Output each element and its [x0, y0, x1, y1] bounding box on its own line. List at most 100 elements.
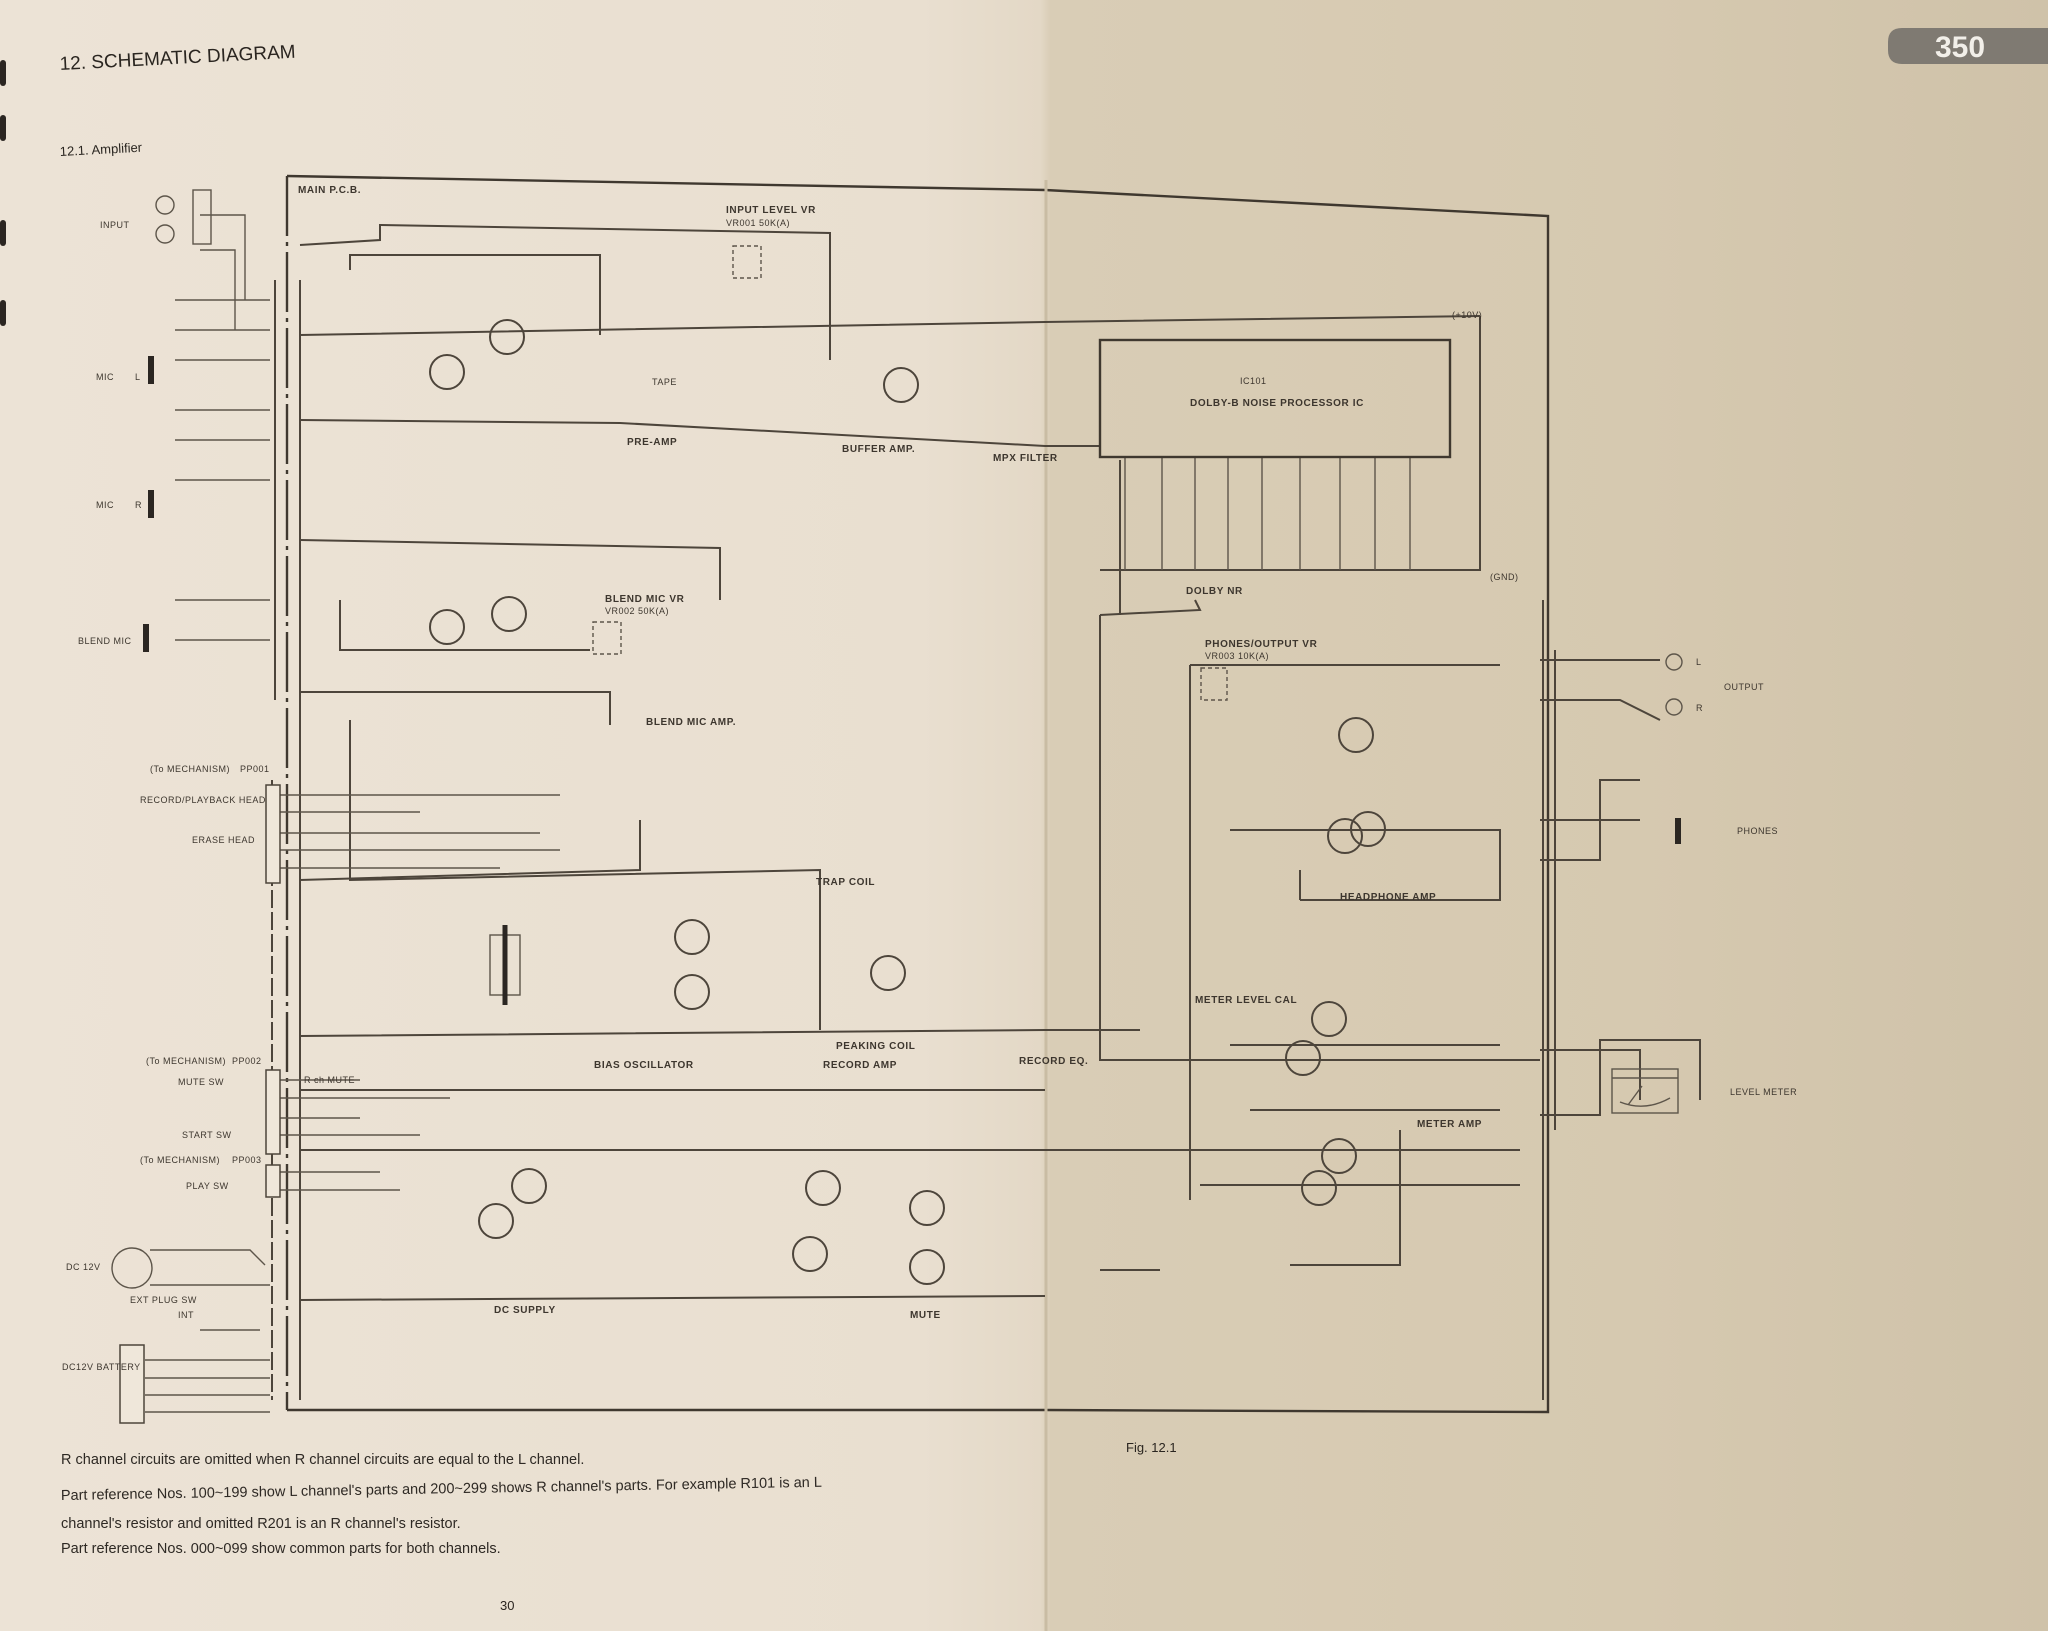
erase-head-label: ERASE HEAD — [192, 835, 255, 845]
meter-amp-label: METER AMP — [1417, 1119, 1482, 1130]
figure-caption: Fig. 12.1 — [1126, 1440, 1177, 1455]
transistor-icon — [909, 1190, 945, 1226]
section-heading: 12. SCHEMATIC DIAGRAM — [59, 42, 296, 75]
footnote: Part reference Nos. 000~099 show common … — [61, 1541, 501, 1557]
transistor-icon — [429, 354, 465, 390]
battery-connector — [119, 1344, 145, 1424]
pre-amp-label: PRE-AMP — [627, 437, 677, 448]
blend-mic-amp-label: BLEND MIC AMP. — [646, 717, 736, 728]
mic-l-channel: L — [135, 372, 141, 382]
blend-mic-vr-label: BLEND MIC VR — [605, 594, 685, 605]
phones-label: PHONES — [1737, 826, 1778, 836]
binding-marks — [0, 60, 6, 326]
ext-plug-sw-label: EXT PLUG SW — [130, 1295, 197, 1305]
subsection-heading: 12.1. Amplifier — [59, 140, 143, 159]
transistor-icon — [1350, 811, 1386, 847]
to-mechanism-label: (To MECHANISM) — [150, 764, 230, 774]
transistor-icon — [491, 596, 527, 632]
transistor-icon — [805, 1170, 841, 1206]
transistor-icon — [883, 367, 919, 403]
start-sw-label: START SW — [182, 1130, 232, 1140]
rec-play-head-label: RECORD/PLAYBACK HEAD — [140, 795, 266, 805]
board-label: MAIN P.C.B. — [298, 185, 361, 196]
phones-output-vr-label: PHONES/OUTPUT VR — [1205, 639, 1318, 650]
level-meter-icon — [1611, 1068, 1679, 1114]
buffer-amp-label: BUFFER AMP. — [842, 444, 915, 455]
transistor-icon — [792, 1236, 828, 1272]
dolby-ic-ref: IC101 — [1240, 376, 1267, 386]
page-badge-text: 350 — [1935, 31, 1985, 64]
input-level-vr-part: VR001 50K(A) — [726, 218, 790, 228]
transistor-icon — [429, 609, 465, 645]
mic-r-channel: R — [135, 500, 142, 510]
mute-sw-label: MUTE SW — [178, 1077, 224, 1087]
mic-r-label: MIC — [96, 500, 114, 510]
transistor-icon — [674, 974, 710, 1010]
page-badge: 350 — [1888, 28, 2048, 64]
transistor-icon — [1301, 1170, 1337, 1206]
pp001-label: PP001 — [240, 764, 270, 774]
record-amp-label: RECORD AMP — [823, 1060, 897, 1071]
transistor-icon — [674, 919, 710, 955]
mic-l-label: MIC — [96, 372, 114, 382]
output-r-jack-icon — [1665, 698, 1683, 716]
phones-vr-symbol — [1200, 667, 1228, 701]
blend-mic-label: BLEND MIC — [78, 636, 132, 646]
right-labels: L OUTPUT R PHONES LEVEL METER — [1696, 657, 1797, 1097]
phones-output-vr-part: VR003 10K(A) — [1205, 651, 1269, 661]
mic-l-jack-icon — [148, 356, 154, 384]
mic-r-jack-icon — [148, 490, 154, 518]
dc-supply-label: DC SUPPLY — [494, 1305, 556, 1316]
trap-coil-label: TRAP COIL — [816, 877, 875, 888]
transistor-icon — [511, 1168, 547, 1204]
pp003-label: PP003 — [232, 1155, 262, 1165]
transistor-icon — [1311, 1001, 1347, 1037]
int-label: INT — [178, 1310, 194, 1320]
transistor-icon — [489, 319, 525, 355]
page-number: 30 — [500, 1598, 514, 1613]
connector-pp001 — [265, 784, 281, 884]
dolby-nr-label: DOLBY NR — [1186, 586, 1243, 597]
transistor-icon — [1338, 717, 1374, 753]
headphone-amp-label: HEADPHONE AMP — [1340, 892, 1436, 903]
r-ch-mute-label: R ch MUTE — [304, 1075, 355, 1085]
wiring — [145, 214, 1701, 1413]
to-mechanism-label: (To MECHANISM) — [146, 1056, 226, 1066]
pp002-label: PP002 — [232, 1056, 262, 1066]
blend-mic-vr-symbol — [592, 621, 622, 655]
play-sw-label: PLAY SW — [186, 1181, 229, 1191]
transistor-icon — [870, 955, 906, 991]
gnd-label: (GND) — [1490, 572, 1519, 582]
dolby-ic-label: DOLBY-B NOISE PROCESSOR IC — [1190, 398, 1364, 409]
plus10v-label: (+10V) — [1452, 310, 1482, 320]
transistor-icon — [1285, 1040, 1321, 1076]
input-level-vr-label: INPUT LEVEL VR — [726, 205, 816, 216]
connector-pp002 — [265, 1069, 281, 1155]
level-meter-label: LEVEL METER — [1730, 1087, 1797, 1097]
tape-switch-label: TAPE — [652, 377, 677, 387]
main-pcb-outline — [286, 174, 1550, 1414]
input-jacks — [155, 189, 212, 245]
transistor-icon — [478, 1203, 514, 1239]
blend-mic-jack-icon — [143, 624, 149, 652]
record-eq-label: RECORD EQ. — [1019, 1056, 1088, 1067]
mute-label: MUTE — [910, 1310, 941, 1321]
mpx-filter-label: MPX FILTER — [993, 453, 1058, 464]
bias-oscillator-label: BIAS OSCILLATOR — [594, 1060, 694, 1071]
phones-jack-icon — [1675, 818, 1681, 844]
dolby-ic-box — [1098, 338, 1452, 459]
output-l-label: L — [1696, 657, 1702, 667]
to-mechanism-label: (To MECHANISM) — [140, 1155, 220, 1165]
transistor-symbols — [429, 319, 1386, 1285]
battery-label: DC12V BATTERY — [62, 1362, 141, 1372]
blend-mic-vr-part: VR002 50K(A) — [605, 606, 669, 616]
dc12v-label: DC 12V — [66, 1262, 101, 1272]
left-labels: INPUT MIC L MIC R BLEND MIC (To MECHANIS… — [62, 220, 270, 1372]
transistor-icon — [1327, 818, 1363, 854]
input-label: INPUT — [100, 220, 130, 230]
transistor-icon — [909, 1249, 945, 1285]
footnotes: R channel circuits are omitted when R ch… — [61, 1452, 822, 1557]
meter-level-cal-label: METER LEVEL CAL — [1195, 995, 1297, 1006]
